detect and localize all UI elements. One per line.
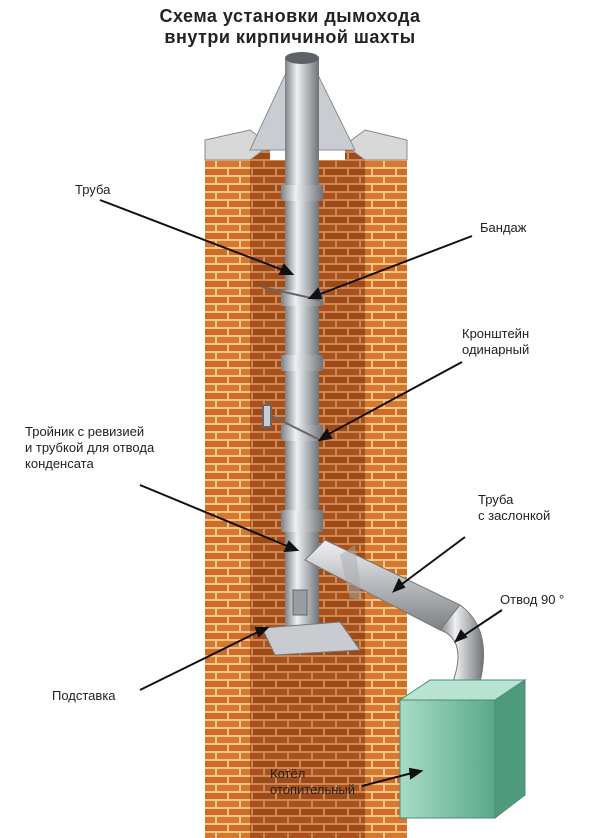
label-boiler-line2: отопительный <box>270 782 356 797</box>
label-bracket-line1: Кронштейн <box>462 326 530 341</box>
label-pipe: Труба <box>75 182 111 197</box>
chimney-right-wall <box>344 129 408 838</box>
stand-plate <box>261 621 361 656</box>
title-line-2: внутри кирпичиной шахты <box>164 27 416 47</box>
label-tee-line3: конденсата <box>25 456 94 471</box>
title-line-1: Схема установки дымохода <box>159 6 421 26</box>
diagram-title: Схема установки дымохода внутри кирпичин… <box>0 6 600 48</box>
label-damper-pipe-line2: с заслонкой <box>478 508 551 523</box>
label-boiler: Котёл отопительный <box>270 766 355 798</box>
label-tee: Тройник с ревизией и трубкой для отвода … <box>25 424 154 472</box>
label-bracket-line2: одинарный <box>462 342 530 357</box>
label-stand: Подставка <box>52 688 116 703</box>
label-tee-line1: Тройник с ревизией <box>25 424 145 439</box>
label-bracket: Кронштейн одинарный <box>462 326 529 358</box>
label-tee-line2: и трубкой для отвода <box>25 440 155 455</box>
leader-arrows <box>99 199 503 787</box>
label-boiler-line1: Котёл <box>270 766 306 781</box>
label-damper-pipe-line1: Труба <box>478 492 514 507</box>
label-bandage: Бандаж <box>480 220 527 235</box>
boiler <box>398 679 527 820</box>
label-damper-pipe: Труба с заслонкой <box>478 492 550 524</box>
label-elbow: Отвод 90 ° <box>500 592 565 607</box>
connecting-pipe <box>304 539 485 701</box>
chimney-left-wall <box>204 129 271 838</box>
